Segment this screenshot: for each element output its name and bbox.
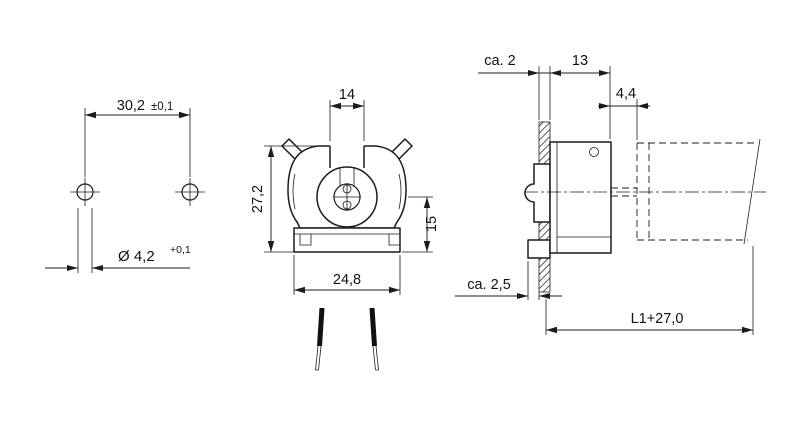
lamp-tube-phantom [636,142,757,241]
dim-hole-diameter-value: Ø 4,2 [118,248,155,265]
fixing-hole [589,147,599,157]
mounting-hole-left [76,183,94,201]
hole-pattern-view: 30,2 ±0,1 Ø 4,2 +0,1 [45,98,205,273]
hole-pattern-dimension-lines [45,114,190,269]
lead-wire-stripped-ends [315,345,379,371]
dim-slot-width: 14 [339,87,355,103]
hole-pattern-extension-lines [70,108,205,273]
pin-slot-lines [329,146,365,168]
front-extension-lines [264,100,433,295]
lead-wires [317,307,377,347]
dim-front-offset: 4,4 [616,86,636,102]
dim-body-width: 24,8 [333,272,361,288]
holder-side-body [549,141,612,254]
contact-hole-upper [342,184,352,194]
contact-hole-lower [342,200,352,210]
side-inner-details [556,142,611,253]
dim-hole-spacing-value: 30,2 [117,98,145,114]
dim-overall-height: 27,2 [250,185,266,213]
dim-holder-depth: 13 [572,53,588,69]
holder-base [293,227,401,253]
front-view: 14 27,2 15 24,8 [250,87,440,371]
snap-latch [524,163,551,223]
lamp-break-line [743,138,761,245]
lamp-pin-phantom [611,187,637,197]
side-view: ca. 2 13 4,4 ca. 2,5 L1+27,0 [455,53,766,335]
rear-foot [527,239,551,259]
dim-hole-diameter-tolerance: +0,1 [170,244,191,256]
mounting-hole-right [181,183,199,201]
front-dimension-lines [270,105,428,291]
dim-overall-length: L1+27,0 [631,311,684,327]
front-inner-details [292,168,402,246]
dim-hole-spacing-tolerance: ±0,1 [151,101,173,113]
side-dimension-lines [455,72,753,331]
dim-panel-thickness: ca. 2 [484,53,515,69]
dim-rear-projection: ca. 2,5 [467,277,511,293]
dim-center-to-base: 15 [424,216,440,232]
